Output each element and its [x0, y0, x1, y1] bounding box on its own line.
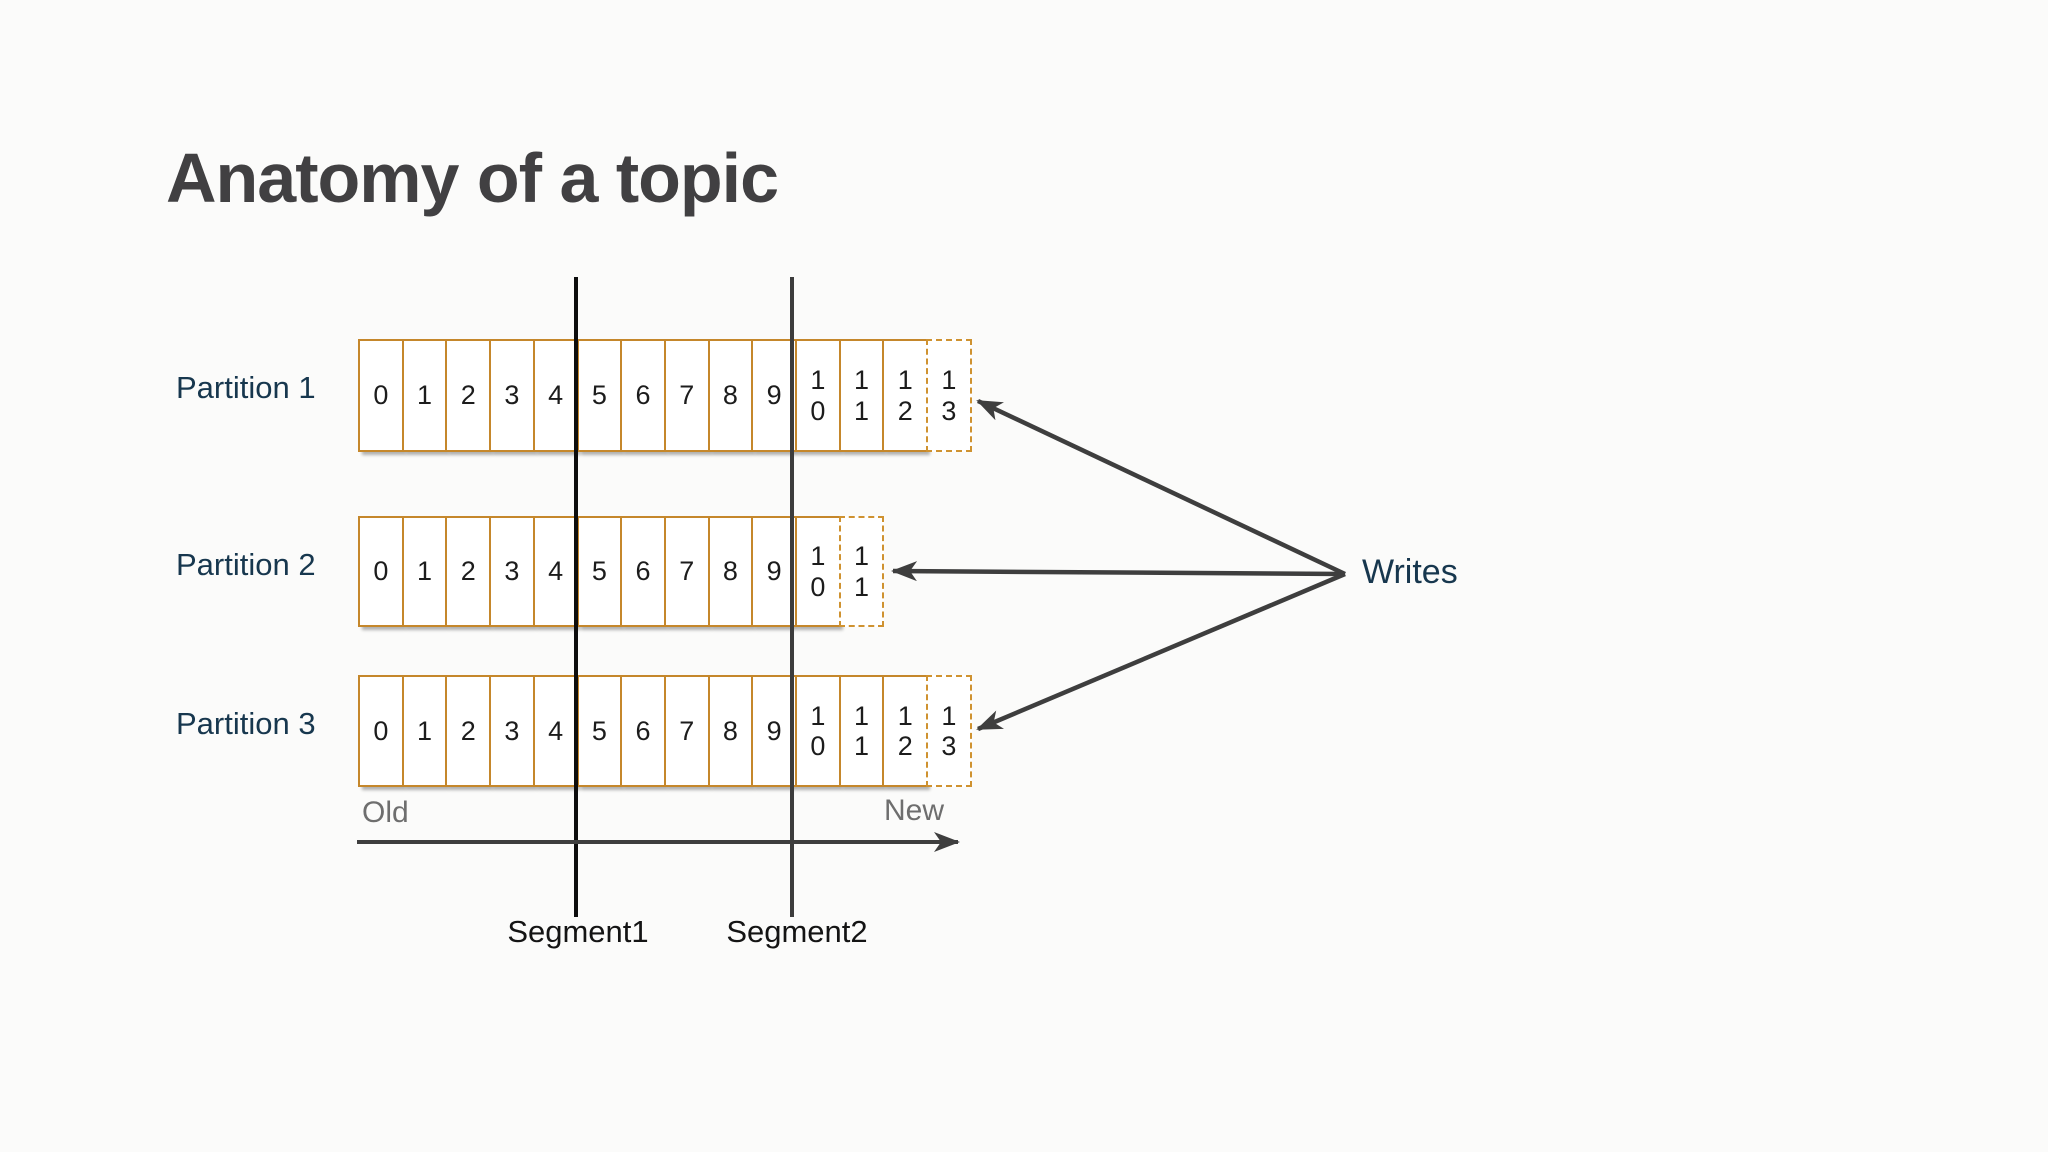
cell-offset-number: 2	[460, 556, 476, 587]
cell-offset-number: 10	[810, 700, 826, 761]
cell-offset-number: 12	[897, 365, 913, 426]
cell-offset-number: 1	[417, 715, 433, 746]
cell-offset-number: 1	[417, 556, 433, 587]
segment2-label: Segment2	[726, 914, 868, 949]
cell-offset-number: 4	[548, 715, 564, 746]
cell-offset-number: 6	[635, 556, 651, 587]
partition-cell: 6	[620, 675, 666, 787]
cell-offset-number: 11	[854, 541, 870, 602]
partition-cell: 1	[401, 675, 448, 787]
partition-cell: 10	[795, 339, 841, 452]
partition-cell: 2	[445, 339, 492, 452]
cell-offset-number: 2	[460, 715, 476, 746]
cell-offset-number: 3	[504, 715, 520, 746]
cell-offset-number: 8	[722, 556, 738, 587]
cell-offset-number: 7	[679, 715, 695, 746]
partition-cell: 3	[489, 339, 535, 452]
cell-offset-number: 7	[679, 380, 695, 411]
partition-cell: 8	[707, 675, 754, 787]
cell-offset-number: 4	[548, 556, 564, 587]
cell-offset-number: 3	[504, 380, 520, 411]
cell-offset-number: 5	[591, 715, 607, 746]
cell-offset-number: 3	[504, 556, 520, 587]
cell-offset-number: 0	[373, 715, 389, 746]
cell-offset-number: 9	[766, 556, 782, 587]
partition-cell: 10	[795, 675, 841, 787]
partition-cell-next-dashed: 13	[926, 339, 972, 452]
partition-cell: 5	[576, 339, 623, 452]
partition-cell: 11	[838, 675, 885, 787]
partition-cell: 3	[489, 675, 535, 787]
partition-label-2: Partition 2	[176, 547, 316, 582]
cell-offset-number: 10	[810, 365, 826, 426]
partition-cell: 12	[882, 675, 929, 787]
partition-label-1: Partition 1	[176, 370, 316, 405]
partition-cell: 11	[838, 339, 885, 452]
cell-offset-number: 7	[679, 556, 695, 587]
slide-title: Anatomy of a topic	[166, 139, 779, 217]
partition-cell: 6	[620, 516, 666, 627]
cell-offset-number: 13	[941, 365, 957, 426]
partition-cell: 4	[532, 516, 579, 627]
cell-offset-number: 5	[591, 380, 607, 411]
partition-cell: 9	[751, 516, 797, 627]
cell-offset-number: 1	[417, 380, 433, 411]
partition-cell: 10	[795, 516, 841, 627]
segment2-divider-line	[790, 277, 794, 917]
writes-label: Writes	[1362, 553, 1458, 591]
partition-cell: 7	[663, 339, 710, 452]
cell-offset-number: 10	[810, 541, 826, 602]
partition-cell: 0	[358, 339, 404, 452]
segment1-divider-line	[574, 277, 578, 917]
cell-offset-number: 13	[941, 700, 957, 761]
partition-cell: 7	[663, 675, 710, 787]
partition-cell: 6	[620, 339, 666, 452]
cell-offset-number: 4	[548, 380, 564, 411]
partition-cell-next-dashed: 11	[838, 516, 885, 627]
cell-offset-number: 11	[854, 365, 870, 426]
cell-offset-number: 9	[766, 380, 782, 411]
cell-offset-number: 6	[635, 715, 651, 746]
partition-cell: 5	[576, 675, 623, 787]
segment1-label: Segment1	[507, 914, 649, 949]
cell-offset-number: 12	[897, 700, 913, 761]
writes-arrow-partition1	[976, 398, 1346, 577]
partition-label-3: Partition 3	[176, 706, 316, 741]
partition-cell-next-dashed: 13	[926, 675, 972, 787]
partition-cell: 5	[576, 516, 623, 627]
cell-offset-number: 5	[591, 556, 607, 587]
partition-cell: 2	[445, 675, 492, 787]
writes-arrow-partition3	[976, 571, 1346, 732]
cell-offset-number: 8	[722, 715, 738, 746]
partition-cell: 2	[445, 516, 492, 627]
old-label: Old	[362, 796, 409, 829]
partition-cell: 4	[532, 339, 579, 452]
partition-cell: 0	[358, 516, 404, 627]
cell-offset-number: 11	[854, 700, 870, 761]
cell-offset-number: 6	[635, 380, 651, 411]
partition-cell: 8	[707, 339, 754, 452]
writes-arrow-partition2	[891, 561, 1346, 582]
cell-offset-number: 0	[373, 380, 389, 411]
partition-cell: 3	[489, 516, 535, 627]
partition-cell: 0	[358, 675, 404, 787]
cell-offset-number: 2	[460, 380, 476, 411]
partition-cell: 1	[401, 516, 448, 627]
cell-offset-number: 0	[373, 556, 389, 587]
partition-cell: 12	[882, 339, 929, 452]
partition-cell: 1	[401, 339, 448, 452]
new-label: New	[884, 794, 945, 827]
cell-offset-number: 9	[766, 715, 782, 746]
partition-cell: 8	[707, 516, 754, 627]
cell-offset-number: 8	[722, 380, 738, 411]
partition-cell: 4	[532, 675, 579, 787]
partition-cell: 7	[663, 516, 710, 627]
